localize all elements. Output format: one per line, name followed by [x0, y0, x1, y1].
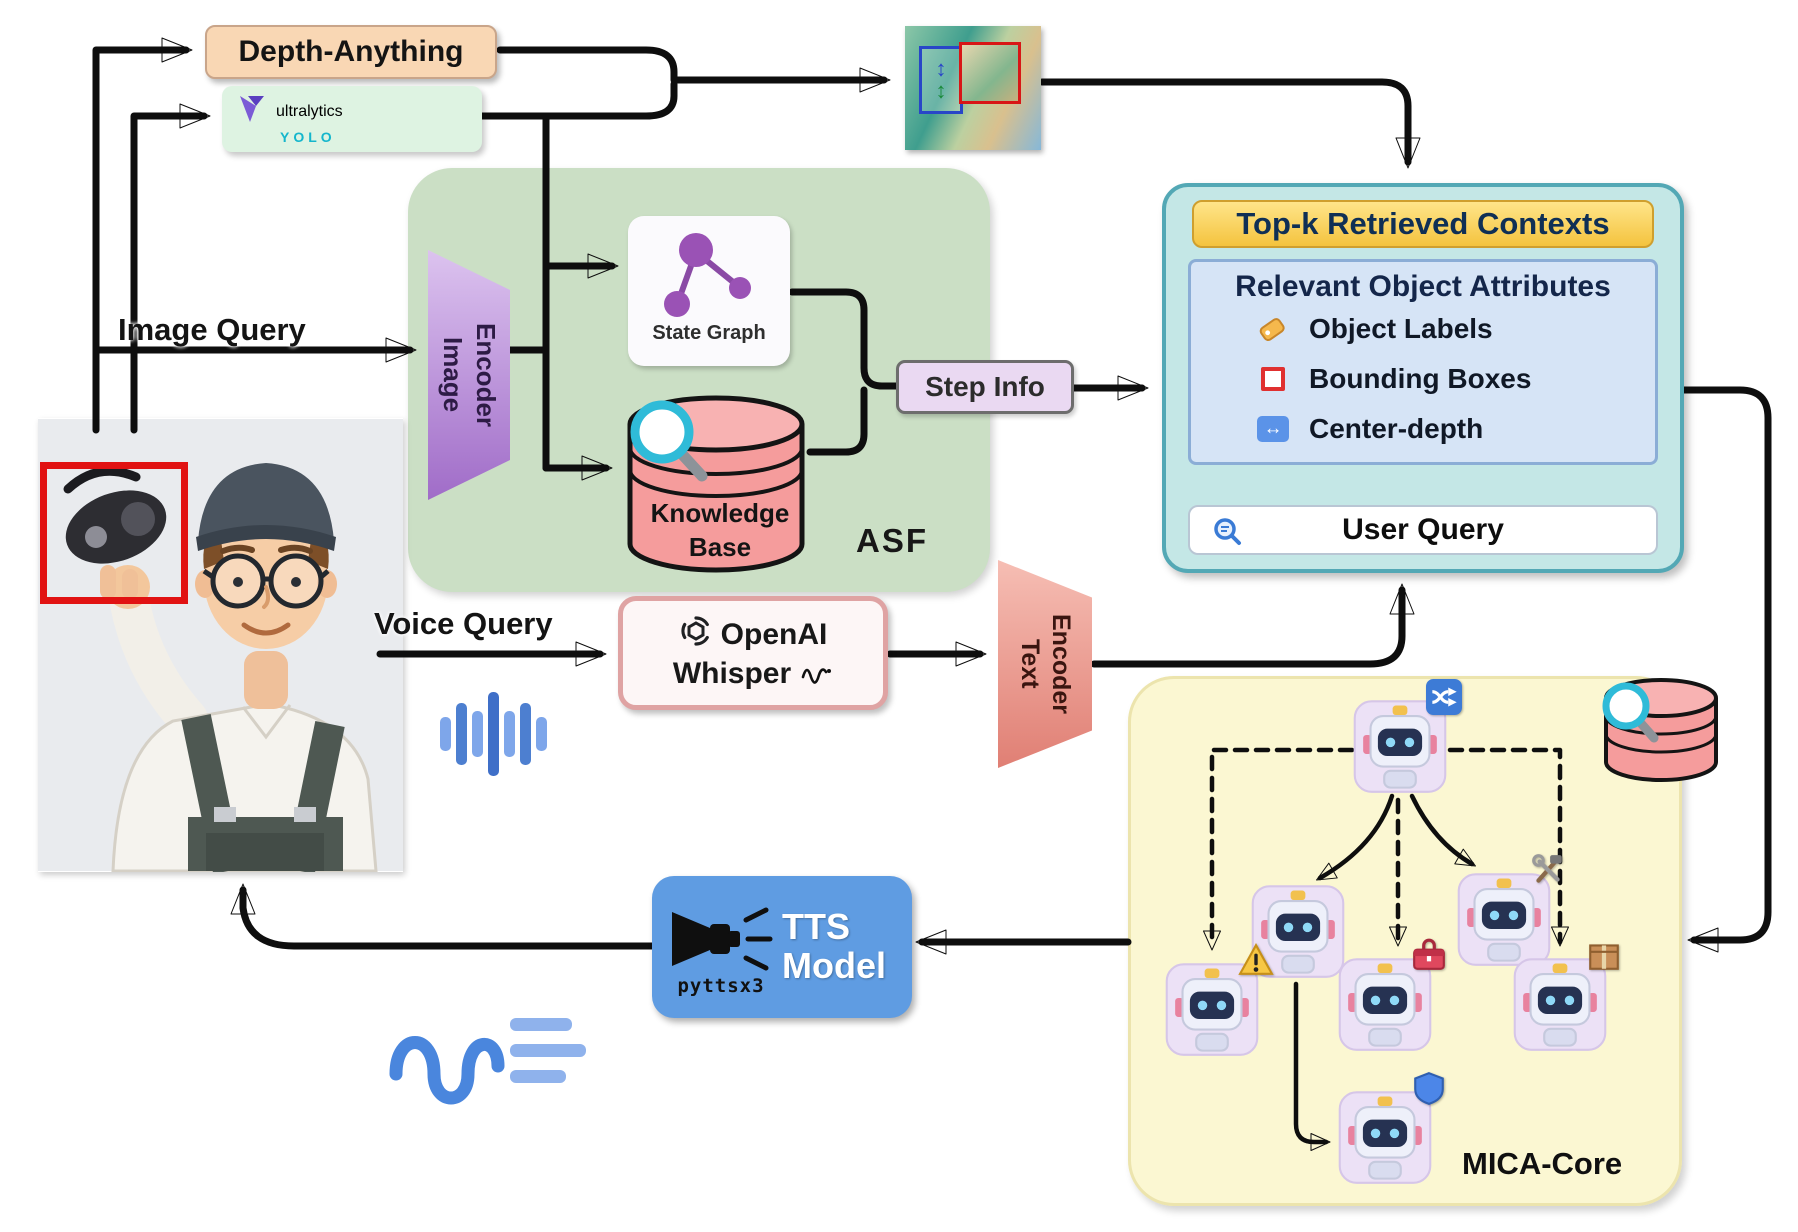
magnifier-icon — [630, 400, 708, 482]
magnifier-icon — [1212, 516, 1244, 556]
tts-label-2: Model — [782, 945, 886, 986]
depth-anything-label: Depth-Anything — [238, 35, 464, 68]
state-graph-node: State Graph — [628, 216, 790, 366]
yolo-model-label: YOLO — [280, 129, 336, 145]
text-encoder: Text Encoder — [998, 560, 1092, 768]
asf-title: ASF — [856, 522, 928, 559]
flow-textencoder-to-topk — [1090, 583, 1415, 668]
topk-title: Top-k Retrieved Contexts — [1236, 206, 1610, 241]
attribute-row: Object Labels — [1191, 304, 1655, 354]
speech-squiggle-icon — [799, 655, 833, 692]
attribute-row: Bounding Boxes — [1191, 354, 1655, 404]
depth-anything-node: Depth-Anything — [205, 25, 497, 79]
flow-image-to-yolo — [130, 103, 211, 434]
image-query-label: Image Query — [118, 312, 306, 347]
step-info-label: Step Info — [925, 371, 1045, 402]
image-encoder-label-2: Encoder — [471, 322, 501, 428]
technician-image — [38, 418, 403, 875]
tts-node: pyttsx3 TTS Model — [652, 876, 912, 1018]
megaphone-icon — [668, 898, 774, 981]
flow-image-to-depth-anything — [92, 37, 193, 434]
flow-topk-to-mica — [1680, 386, 1772, 953]
knowledge-base-label-2: Base — [689, 532, 751, 562]
whisper-label-2: Whisper — [672, 657, 792, 690]
bike-part — [63, 466, 167, 599]
text-encoder-label-1: Text — [1016, 639, 1044, 689]
mica-core-panel — [1128, 676, 1682, 1206]
flow-depth-output-to-thumbnail — [496, 46, 891, 93]
flow-thumbnail-to-topk — [1038, 78, 1421, 169]
step-info-node: Step Info — [896, 360, 1074, 414]
whisper-node: OpenAI Whisper — [618, 596, 888, 710]
tts-engine-label: pyttsx3 — [677, 974, 765, 997]
text-encoder-label-2: Encoder — [1047, 613, 1075, 715]
attributes-title: Relevant Object Attributes — [1235, 270, 1611, 303]
ultralytics-brand: ultralytics — [276, 102, 343, 120]
center-depth-label: Center-depth — [1309, 413, 1484, 444]
image-encoder: Image Encoder — [428, 250, 510, 500]
user-query-label: User Query — [1342, 513, 1504, 546]
voice-query-label: Voice Query — [374, 606, 553, 641]
knowledge-base-label-1: Knowledge — [651, 498, 790, 528]
knowledge-base-node: Knowledge Base — [622, 386, 810, 588]
magnifier-icon — [1602, 682, 1659, 743]
bounding-boxes-label: Bounding Boxes — [1309, 363, 1532, 394]
object-attributes-panel: Relevant Object Attributes Object Labels… — [1188, 259, 1658, 465]
topk-header: Top-k Retrieved Contexts — [1192, 200, 1654, 248]
depth-axis-icon: ↕ — [935, 78, 947, 103]
detection-thumbnail: ↕ ↕ — [905, 26, 1041, 150]
depth-axis-icon: ↕ — [935, 56, 947, 81]
ultralytics-logo-icon — [234, 92, 268, 131]
horizontal-arrows-icon: ↔ — [1253, 416, 1293, 442]
audio-squiggle-icon — [380, 978, 590, 1113]
mica-core-title: MICA-Core — [1462, 1146, 1623, 1181]
technician-illustration — [38, 419, 403, 875]
depth-bounding-box: ↕ ↕ — [919, 46, 963, 114]
whisper-label-1: OpenAI — [720, 618, 828, 651]
user-query-bar: User Query — [1188, 505, 1658, 555]
detection-bounding-box — [40, 462, 188, 604]
topk-contexts-panel: Top-k Retrieved Contexts Relevant Object… — [1162, 183, 1684, 573]
tts-label-1: TTS — [782, 906, 850, 948]
yolo-node: ultralytics YOLO — [222, 86, 482, 152]
object-labels-label: Object Labels — [1309, 313, 1493, 344]
retrieval-database-icon — [1600, 672, 1722, 790]
graph-nodes-icon — [664, 233, 751, 317]
waveform-icon — [436, 680, 556, 793]
image-encoder-label-1: Image — [438, 337, 468, 413]
state-graph-label: State Graph — [652, 322, 766, 344]
openai-logo-icon — [679, 614, 713, 655]
bounding-box-icon — [1253, 367, 1293, 391]
tag-icon — [1253, 312, 1293, 346]
attribute-row: ↔ Center-depth — [1191, 404, 1655, 454]
flow-tts-to-user — [230, 883, 656, 950]
flow-yolo-output-merge — [476, 80, 678, 120]
object-bounding-box — [959, 42, 1021, 104]
